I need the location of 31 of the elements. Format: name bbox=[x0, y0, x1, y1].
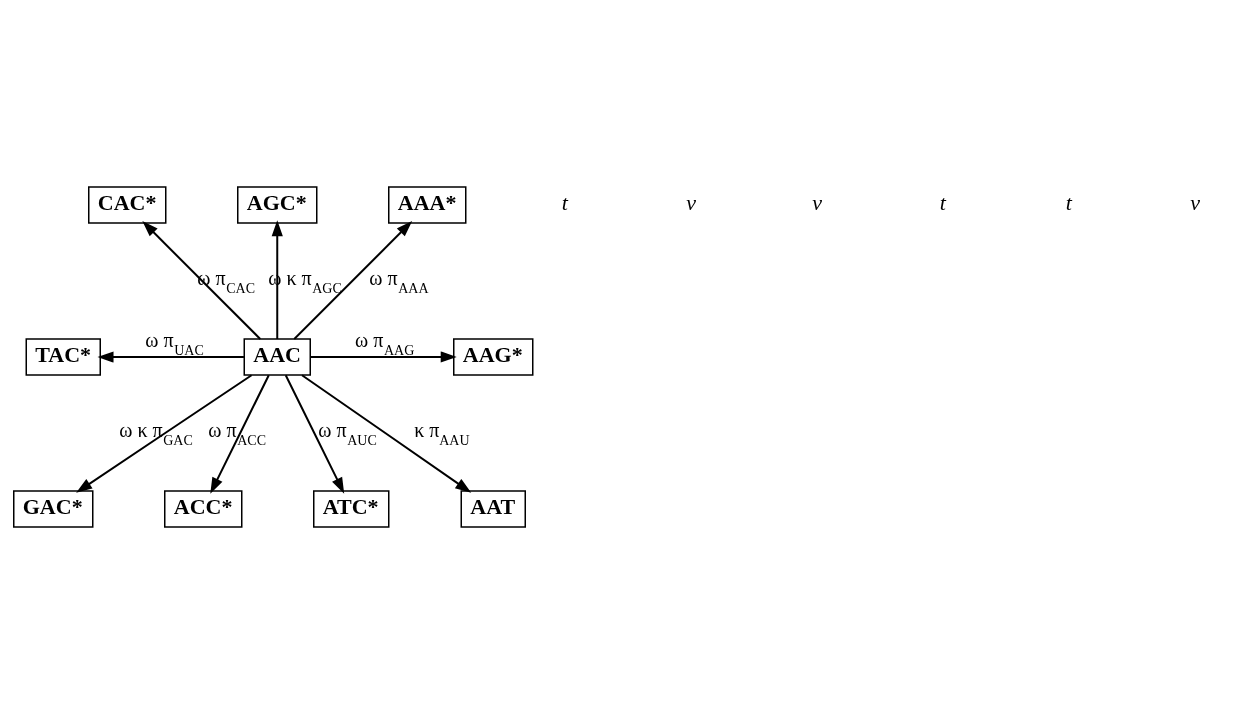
edge-label: ω κ π$_{GAC}$ bbox=[118, 418, 193, 447]
edge-label: ω π$_{UAC}$ bbox=[144, 328, 204, 357]
node-box: ACC* bbox=[163, 489, 242, 528]
edge-label: κ π$_{AAU}$ bbox=[413, 418, 470, 447]
edge-label: ω π$_{ACC}$ bbox=[207, 418, 266, 447]
node-box: TAC* bbox=[25, 337, 101, 376]
label: t bbox=[939, 189, 946, 215]
edge-label: ω π$_{AAG}$ bbox=[354, 328, 414, 357]
label: t bbox=[561, 189, 568, 215]
label: t bbox=[1065, 189, 1072, 215]
label: v bbox=[1189, 189, 1200, 215]
arrow bbox=[292, 220, 412, 340]
node-box: AAT bbox=[460, 489, 526, 528]
node-box: CAC* bbox=[87, 185, 166, 224]
node-box: GAC* bbox=[12, 489, 93, 528]
arrow bbox=[75, 373, 253, 493]
node-box: AAC bbox=[243, 337, 311, 376]
arrow bbox=[309, 350, 457, 363]
arrow bbox=[284, 373, 344, 494]
node-box: ATC* bbox=[312, 489, 389, 528]
edge-label: ω π$_{AAA}$ bbox=[368, 266, 429, 295]
arrow bbox=[141, 220, 261, 340]
arrow bbox=[300, 373, 471, 493]
label: v bbox=[685, 189, 696, 215]
arrow bbox=[97, 350, 245, 363]
node-box: AGC* bbox=[236, 185, 317, 224]
node-box: AAG* bbox=[452, 337, 533, 376]
label: v bbox=[811, 189, 822, 215]
node-box: AAA* bbox=[387, 185, 466, 224]
edge-label: ω π$_{AUC}$ bbox=[317, 418, 377, 447]
arrow bbox=[209, 373, 270, 494]
